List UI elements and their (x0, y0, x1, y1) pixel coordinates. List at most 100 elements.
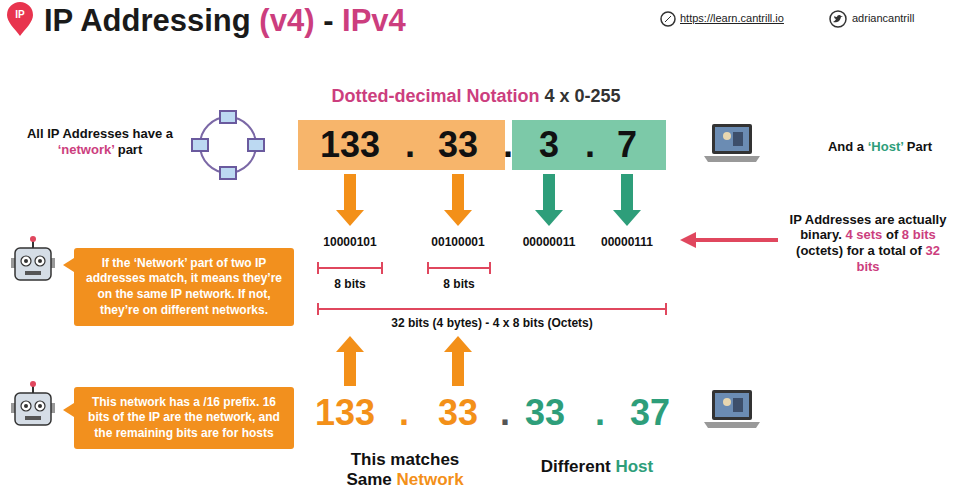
note: And a ‘Host’ Part (810, 139, 950, 155)
highlight-word: IPv4 (342, 3, 406, 38)
robot-icon (21, 401, 31, 411)
laptop-icon (723, 398, 731, 406)
pin-icon (7, 2, 33, 36)
highlight-word: 32 (925, 243, 939, 258)
icon-text: IP (15, 9, 24, 21)
callout-pointer (63, 403, 74, 417)
note: IP Addresses are actually binary. 4 sets… (788, 212, 948, 274)
laptop-icon (712, 124, 752, 154)
twitter-icon (830, 11, 846, 27)
laptop-icon (733, 398, 743, 412)
robot-icon (32, 241, 34, 248)
dimension: 8 bits (334, 277, 365, 291)
compass-icon (665, 16, 671, 22)
octet-dot: . (399, 393, 409, 433)
up-arrow (444, 336, 472, 386)
octet: 33 (525, 393, 565, 433)
laptop-icon (715, 393, 749, 417)
note: This matches Same Network (335, 450, 475, 491)
robot-icon (15, 393, 51, 425)
laptop-icon (733, 132, 743, 146)
twitter-icon (830, 11, 846, 27)
down-arrow (336, 174, 641, 226)
robot-icon (11, 381, 55, 425)
title: IP Addressing (v4) - IPv4 (44, 4, 406, 38)
host-band: 3.7 (512, 120, 666, 170)
robot-icon (15, 248, 51, 280)
up-arrow (336, 336, 364, 386)
robot-icon (38, 259, 42, 263)
robot-icon (38, 404, 42, 408)
highlight-word: bits (856, 259, 879, 274)
down-arrow (613, 174, 641, 226)
octet: 33 (438, 393, 478, 433)
bit-bracket (428, 262, 490, 274)
highlight-word: Dotted-decimal (331, 86, 461, 106)
network-icon (192, 139, 208, 151)
highlight-word: 8 (902, 227, 909, 242)
down-arrow (535, 174, 563, 226)
octet: 133 (320, 125, 380, 165)
octet-dot: . (500, 393, 510, 433)
network-icon (220, 111, 236, 123)
robot-icon (32, 386, 34, 393)
binary-octet: 10000101 (323, 235, 376, 249)
binary-octet: 00000011 (523, 235, 576, 249)
network-band: 133.33 (298, 120, 505, 170)
callout-pointer (63, 258, 74, 417)
octet: 37 (630, 393, 670, 433)
octet: 7 (617, 125, 637, 165)
laptop-icon (704, 422, 760, 428)
robot-icon (35, 256, 45, 266)
pointer-arrow (694, 238, 778, 242)
bit-bracket (318, 303, 666, 315)
binary-octet: 00000111 (601, 235, 653, 249)
robot-icon (11, 236, 55, 280)
network-icon (192, 111, 264, 179)
octet: 3 (539, 125, 559, 165)
highlight-word: bits (913, 227, 936, 242)
dimension: 32 bits (4 bytes) - 4 x 8 bits (Octets) (391, 316, 593, 330)
highlight-word: (v4) (259, 3, 314, 38)
highlight-word: Host (615, 457, 653, 476)
octet-dot: . (595, 393, 605, 433)
octet: 133 (315, 393, 375, 433)
octet-dot: . (405, 125, 415, 165)
robot-icon (25, 271, 41, 275)
note: All IP Addresses have a ‘network’ part (25, 126, 175, 157)
notation-heading: Dotted-decimal Notation 4 x 0-255 (331, 86, 620, 108)
dimension: 8 bits (443, 277, 474, 291)
note: Different Host (541, 457, 653, 477)
compass-icon (661, 12, 675, 26)
up-arrow (336, 336, 472, 386)
pin-icon (7, 2, 33, 36)
robot-icon (25, 416, 41, 420)
down-arrow (336, 174, 364, 226)
network-icon (248, 139, 264, 151)
robot-icon (21, 256, 31, 266)
laptop-icon (715, 127, 749, 151)
handle: adriancantrill (852, 12, 914, 25)
twitter-icon (833, 15, 843, 22)
link: https://learn.cantrill.io (680, 12, 784, 25)
robot-icon (30, 381, 36, 387)
highlight-word: ‘network’ (58, 142, 114, 157)
callout-text: This network has a /16 prefix. 16 bits o… (83, 395, 285, 442)
highlight-word: Network (397, 470, 464, 489)
robot-icon (24, 404, 28, 408)
laptop-icon (704, 156, 760, 162)
octet: 33 (438, 125, 478, 165)
bit-bracket (318, 262, 666, 315)
down-arrow (444, 174, 472, 226)
laptop-icon (723, 132, 731, 140)
bit-bracket (318, 262, 382, 274)
highlight-word: ‘Host’ (868, 139, 903, 154)
octet-dot: . (585, 125, 595, 165)
compass-icon (661, 12, 675, 26)
highlight-word: 4 (845, 227, 852, 242)
robot-icon (30, 236, 36, 242)
highlight-word: Notation (466, 86, 539, 106)
octet-dot: . (503, 125, 513, 165)
laptop-icon (712, 390, 752, 420)
